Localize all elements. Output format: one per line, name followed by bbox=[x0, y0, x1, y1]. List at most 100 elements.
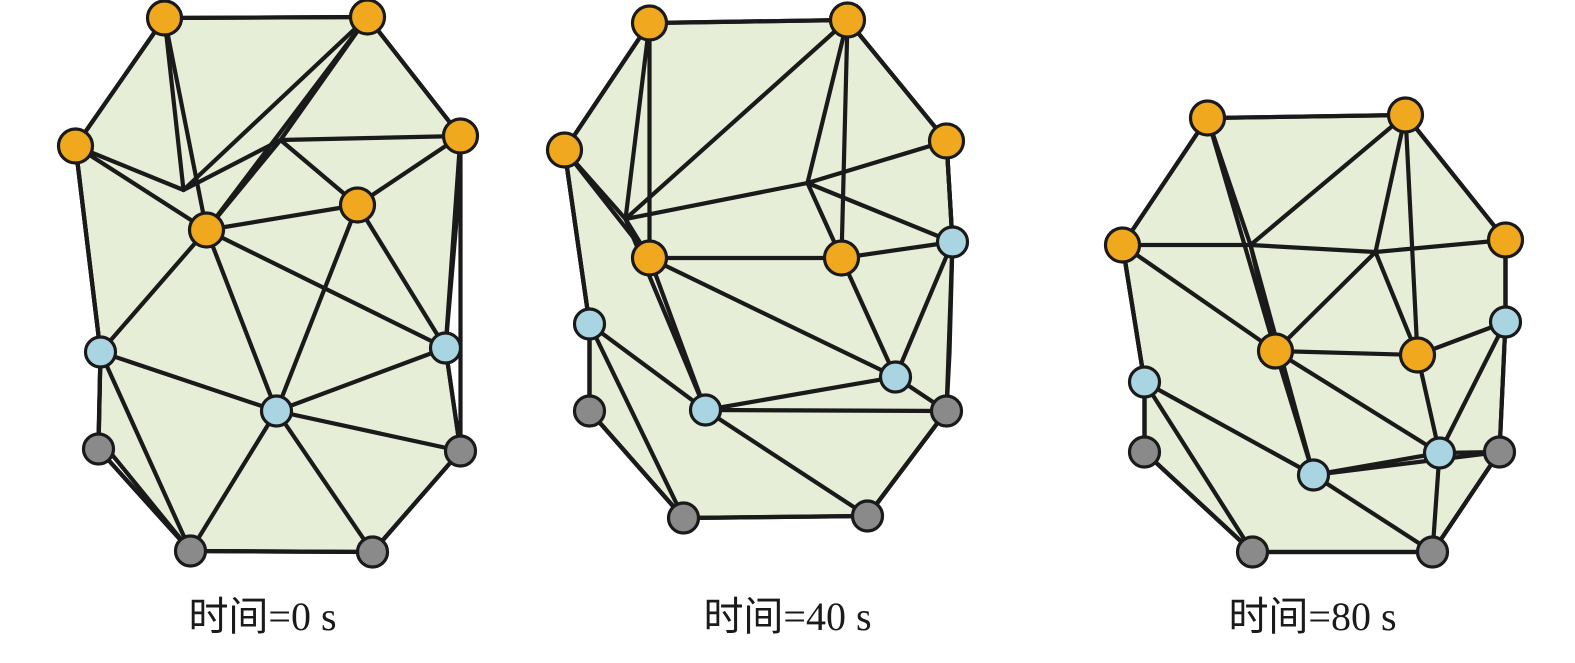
mesh-edge bbox=[204, 202, 360, 233]
orange-node[interactable] bbox=[1486, 221, 1525, 259]
mesh-edge bbox=[1373, 112, 1408, 255]
gray-node[interactable] bbox=[850, 499, 885, 533]
mesh-boundary-outline bbox=[73, 14, 463, 555]
mesh-edge bbox=[1273, 348, 1442, 456]
gray-node[interactable] bbox=[1127, 435, 1162, 469]
mesh-edge bbox=[839, 255, 898, 380]
gray-node[interactable] bbox=[929, 394, 964, 428]
orange-node[interactable] bbox=[187, 211, 226, 249]
orange-node[interactable] bbox=[348, 0, 387, 36]
mesh-boundary-outline bbox=[562, 17, 955, 521]
mesh-edge bbox=[274, 408, 375, 555]
gray-node[interactable] bbox=[81, 432, 116, 466]
mesh-graphic bbox=[1103, 96, 1525, 569]
orange-node[interactable] bbox=[1398, 336, 1437, 374]
orange-node[interactable] bbox=[1103, 226, 1142, 264]
gray-node[interactable] bbox=[572, 394, 607, 428]
gray-node[interactable] bbox=[1235, 535, 1270, 569]
mesh-edge bbox=[181, 137, 283, 193]
mesh-node-group bbox=[545, 1, 970, 535]
mesh-edge bbox=[1205, 115, 1278, 354]
mesh-edge bbox=[1437, 319, 1508, 456]
mesh-edge bbox=[587, 321, 686, 521]
mesh-edge bbox=[162, 15, 186, 193]
blue-node[interactable] bbox=[1127, 365, 1162, 399]
mesh-edge bbox=[1120, 242, 1278, 354]
mesh-edge bbox=[73, 143, 186, 193]
mesh-node-group bbox=[56, 0, 480, 569]
orange-node[interactable] bbox=[56, 127, 95, 165]
gray-node[interactable] bbox=[1415, 535, 1450, 569]
mesh-face-fill bbox=[75, 17, 461, 552]
mesh-edge bbox=[839, 239, 955, 261]
orange-node[interactable] bbox=[822, 239, 861, 277]
mesh-edge bbox=[1273, 348, 1420, 358]
orange-node[interactable] bbox=[630, 239, 669, 277]
blue-node[interactable] bbox=[1488, 305, 1523, 339]
blue-node[interactable] bbox=[935, 225, 970, 259]
mesh-edge bbox=[181, 14, 370, 193]
gray-node[interactable] bbox=[355, 535, 390, 569]
orange-node[interactable] bbox=[1386, 96, 1425, 134]
orange-node[interactable] bbox=[545, 131, 584, 169]
mesh-edge bbox=[1248, 242, 1378, 255]
panel-caption: 时间=40 s bbox=[703, 594, 872, 639]
mesh-edge bbox=[1142, 379, 1255, 555]
mesh-edge bbox=[587, 321, 708, 413]
mesh-edge bbox=[805, 17, 850, 186]
mesh-edge bbox=[623, 20, 652, 222]
gray-node[interactable] bbox=[443, 434, 478, 468]
mesh-graphic bbox=[545, 1, 970, 535]
orange-node[interactable] bbox=[145, 0, 184, 37]
mesh-edge bbox=[204, 227, 279, 414]
orange-node[interactable] bbox=[630, 4, 669, 42]
blue-node[interactable] bbox=[572, 307, 607, 341]
mesh-edge bbox=[1373, 237, 1508, 255]
mesh-node-group bbox=[1103, 96, 1525, 569]
gray-node[interactable] bbox=[666, 501, 701, 535]
blue-node[interactable] bbox=[83, 335, 118, 369]
blue-node[interactable] bbox=[688, 393, 723, 427]
mesh-edge bbox=[805, 138, 949, 186]
mesh-edge bbox=[839, 17, 850, 261]
mesh-face-fill bbox=[564, 20, 953, 518]
mesh-panel-80s: 时间=80 s bbox=[1050, 0, 1575, 663]
mesh-edge bbox=[204, 137, 283, 233]
mesh-edge bbox=[623, 17, 850, 222]
gray-node[interactable] bbox=[173, 534, 208, 568]
orange-node[interactable] bbox=[828, 1, 867, 39]
mesh-edge bbox=[1311, 449, 1502, 478]
gray-node[interactable] bbox=[1482, 435, 1517, 469]
mesh-edge bbox=[274, 408, 463, 454]
orange-node[interactable] bbox=[338, 186, 377, 224]
orange-node[interactable] bbox=[1188, 99, 1227, 137]
panel-caption: 时间=0 s bbox=[188, 594, 337, 639]
mesh-edge bbox=[355, 202, 448, 351]
mesh-edge bbox=[98, 349, 193, 554]
mesh-edge bbox=[647, 255, 898, 380]
mesh-edge bbox=[703, 374, 898, 413]
mesh-edge bbox=[1142, 379, 1316, 478]
mesh-edge bbox=[703, 407, 870, 519]
blue-node[interactable] bbox=[259, 394, 294, 428]
orange-node[interactable] bbox=[927, 122, 966, 160]
mesh-edge bbox=[623, 180, 810, 222]
mesh-panel-40s: 时间=40 s bbox=[525, 0, 1050, 663]
mesh-graphic bbox=[56, 0, 480, 569]
blue-node[interactable] bbox=[878, 360, 913, 394]
mesh-edge bbox=[204, 227, 448, 351]
mesh-edge bbox=[1248, 112, 1408, 248]
blue-node[interactable] bbox=[428, 331, 463, 365]
blue-node[interactable] bbox=[1422, 436, 1457, 470]
mesh-edge bbox=[893, 239, 955, 380]
mesh-edge bbox=[98, 349, 279, 414]
orange-node[interactable] bbox=[441, 117, 480, 155]
mesh-edge bbox=[278, 133, 463, 143]
blue-node[interactable] bbox=[1296, 458, 1331, 492]
mesh-edge bbox=[162, 15, 209, 233]
mesh-edge bbox=[98, 227, 209, 355]
mesh-panel-0s: 时间=0 s bbox=[0, 0, 525, 663]
orange-node[interactable] bbox=[1256, 332, 1295, 370]
